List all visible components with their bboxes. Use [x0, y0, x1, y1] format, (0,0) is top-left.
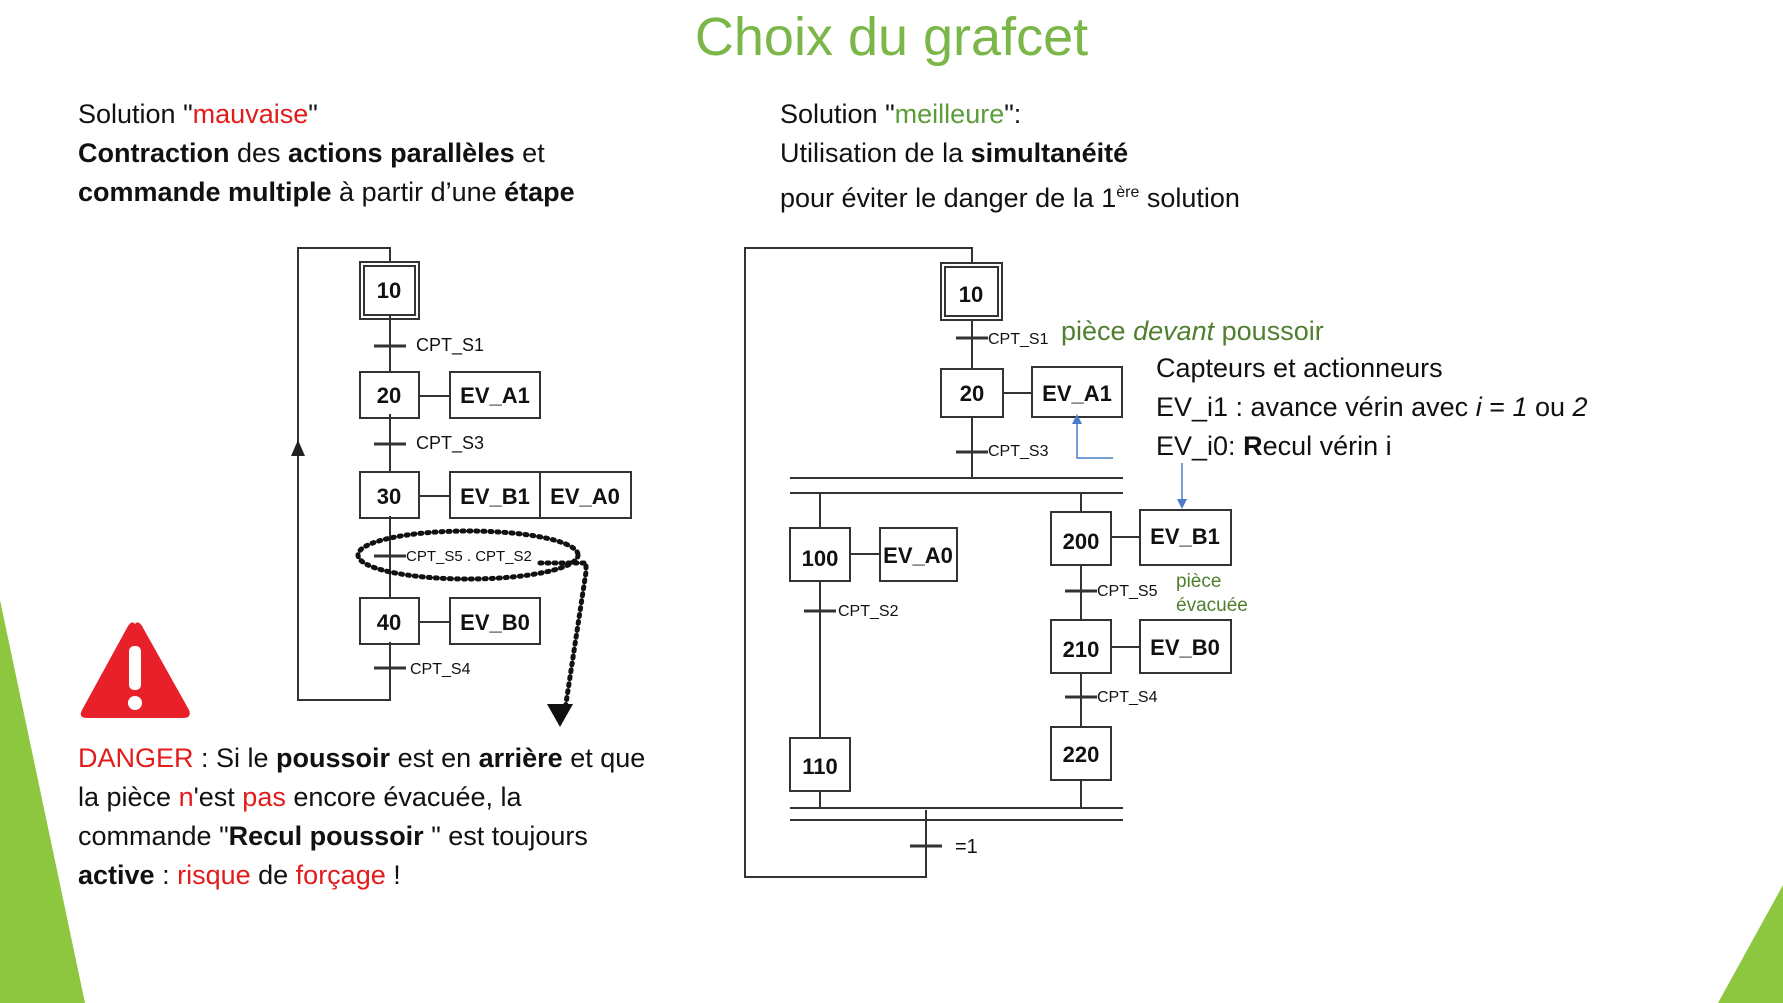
step-220: 220	[1063, 742, 1100, 767]
transition-cpt-s3: CPT_S3	[416, 433, 484, 454]
action-ev-b1-right: EV_B1	[1150, 524, 1220, 549]
warning-icon	[80, 622, 190, 718]
action-ev-b1: EV_B1	[460, 484, 530, 509]
loop-arrow	[291, 440, 305, 456]
step-20: 20	[377, 383, 401, 408]
dotted-arrow-head	[547, 704, 573, 727]
left-accent-triangle	[0, 600, 85, 1003]
step-110: 110	[802, 754, 838, 779]
arrow-to-ev-a1	[1076, 421, 1113, 459]
action-ev-a0-right: EV_A0	[883, 543, 953, 568]
right-heading: Solution "meilleure": Utilisation de la …	[780, 99, 1240, 213]
transition-cpt-s2-right: CPT_S2	[838, 603, 899, 620]
step-20-right: 20	[960, 381, 984, 406]
transition-cpt-s1: CPT_S1	[416, 335, 484, 356]
step-210: 210	[1063, 637, 1100, 662]
step-10: 10	[377, 278, 401, 303]
transition-cpt-s4: CPT_S4	[410, 661, 471, 678]
transition-always: =1	[955, 836, 978, 858]
action-ev-b0-right: EV_B0	[1150, 635, 1220, 660]
annotation-capteurs: Capteurs et actionneurs EV_i1 : avance v…	[1156, 353, 1588, 461]
loop-line	[297, 247, 391, 701]
danger-text: DANGER : Si le poussoir est en arrière e…	[78, 743, 646, 890]
step-200: 200	[1063, 529, 1100, 554]
left-heading: Solution "mauvaise" Contraction des acti…	[78, 99, 575, 207]
annotation-piece-evacuee: pièce évacuée	[1176, 571, 1248, 616]
step-10-right: 10	[959, 282, 983, 307]
slide-title: Choix du grafcet	[694, 7, 1089, 67]
right-accent-triangle	[1718, 885, 1783, 1003]
transition-cpt-s3-right: CPT_S3	[988, 443, 1049, 460]
transition-cpt-s1-right: CPT_S1	[988, 331, 1049, 348]
step-30: 30	[377, 484, 401, 509]
action-ev-a1-right: EV_A1	[1042, 381, 1112, 406]
transition-cpt-s5-right: CPT_S5	[1097, 583, 1158, 600]
annotation-piece-devant: pièce devant poussoir	[1061, 316, 1324, 346]
action-ev-a0: EV_A0	[550, 484, 620, 509]
action-ev-a1: EV_A1	[460, 383, 530, 408]
transition-cpt-s4-right: CPT_S4	[1097, 689, 1158, 706]
transition-cpt-s5-s2: CPT_S5 . CPT_S2	[406, 548, 532, 565]
dotted-arrow-line	[537, 560, 589, 713]
step-40: 40	[377, 610, 401, 635]
step-100: 100	[802, 546, 839, 571]
action-ev-b0: EV_B0	[460, 610, 530, 635]
highlight-ellipse	[355, 528, 581, 582]
